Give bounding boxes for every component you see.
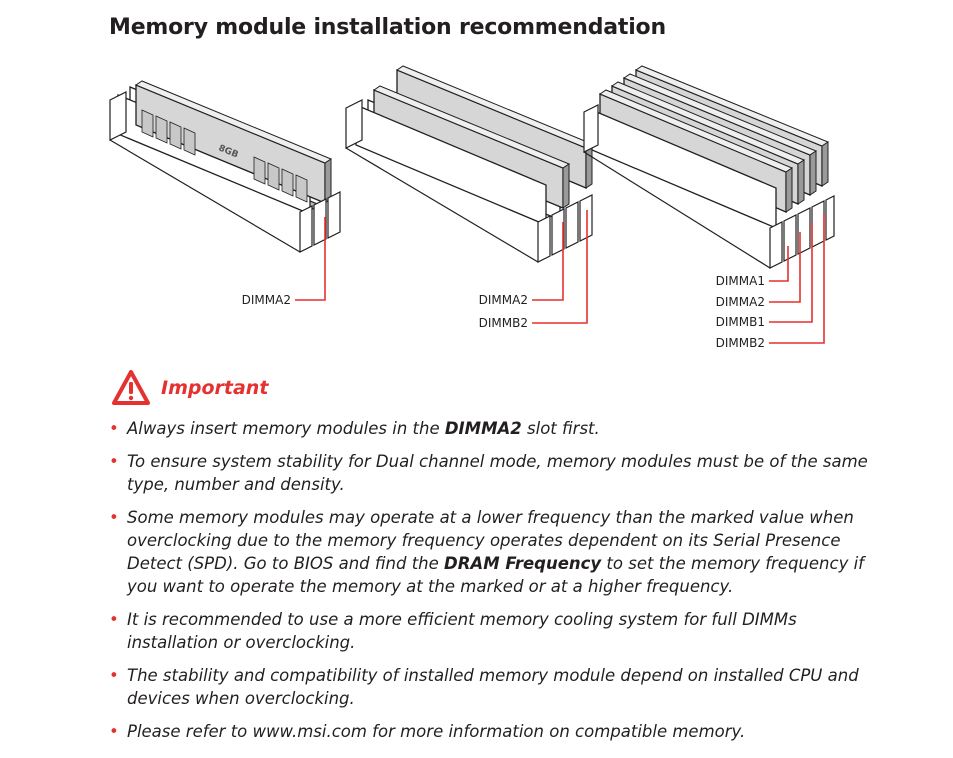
callout-line-dimma2 xyxy=(769,232,801,303)
dimm-installation-diagram: 8GB DIMMA2 8GB xyxy=(109,65,835,350)
note-item: It is recommended to use a more efficien… xyxy=(109,608,869,654)
important-heading: Important xyxy=(111,368,268,408)
slot-label-dimmb1: DIMMB1 xyxy=(716,315,765,329)
memory-module: 8GB xyxy=(134,80,333,204)
slot-label-dimma1: DIMMA1 xyxy=(716,274,765,288)
note-item: To ensure system stability for Dual chan… xyxy=(109,450,869,496)
callout-line-dimmb1 xyxy=(769,223,813,323)
important-notes-list: Always insert memory modules in the DIMM… xyxy=(109,417,869,753)
warning-triangle-icon xyxy=(112,370,150,405)
slot-label-dimma2: DIMMA2 xyxy=(716,295,765,309)
slot-label-dimma2: DIMMA2 xyxy=(242,293,291,307)
callout-line-dimma1 xyxy=(769,246,789,282)
callout-line-dimmb2 xyxy=(769,214,825,344)
note-item: Always insert memory modules in the DIMM… xyxy=(109,417,869,440)
one-module-illustration: 8GB xyxy=(109,80,341,301)
note-item: The stability and compatibility of insta… xyxy=(109,664,869,710)
note-item: Please refer to www.msi.com for more inf… xyxy=(109,720,869,743)
callout-line-dimma2 xyxy=(532,222,564,301)
callout-line-dimma2 xyxy=(295,217,326,301)
page-title: Memory module installation recommendatio… xyxy=(109,15,666,40)
slot-label-dimma2: DIMMA2 xyxy=(479,293,528,307)
two-module-illustration: 8GB 8GB xyxy=(345,65,594,324)
important-label: Important xyxy=(161,377,269,399)
four-module-illustration: 8GB xyxy=(583,65,835,344)
slot-label-dimmb2: DIMMB2 xyxy=(479,316,528,330)
callout-line-dimmb2 xyxy=(532,210,588,324)
slot-label-dimmb2: DIMMB2 xyxy=(716,336,765,350)
note-item: Some memory modules may operate at a low… xyxy=(109,506,869,598)
